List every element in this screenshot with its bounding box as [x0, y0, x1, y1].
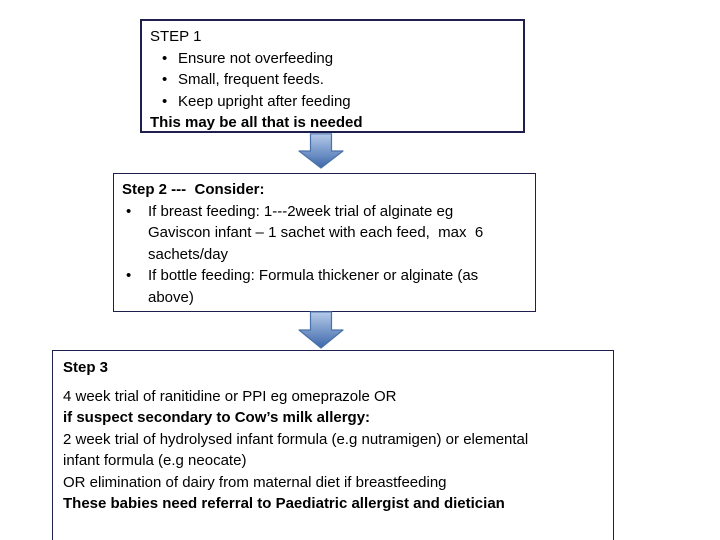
bullet-text: If bottle feeding: Formula thickener or … — [148, 267, 479, 284]
bullet-icon: • — [126, 202, 132, 220]
bullet-text: sachets/day — [148, 245, 229, 263]
bullet-item: • Small, frequent feeds. — [150, 69, 515, 91]
step1-box: STEP 1 • Ensure not overfeeding • Small, fr… — [140, 19, 525, 133]
bullet-text: Gaviscon infant – 1 sachet with each fee… — [148, 224, 484, 241]
step1-title: STEP 1 — [150, 28, 202, 45]
step2-title: Step 2 --- Consider: — [122, 181, 265, 198]
step3-line: 2 week trial of hydrolysed infant formul… — [63, 430, 529, 448]
bullet-item: • If bottle feeding: Formula thickener or… — [122, 265, 527, 308]
step3-line: infant formula (e.g neocate) — [63, 452, 247, 469]
step3-text-block: 4 week trial of ranitidine or PPI eg ome… — [63, 386, 603, 515]
step3-line: OR elimination of dairy from maternal di… — [63, 473, 447, 491]
step3-line: These babies need referral to Paediatric… — [63, 495, 505, 512]
step3-box: Step 3 4 week trial of ranitidine or PPI… — [52, 350, 614, 540]
step3-line: 4 week trial of ranitidine or PPI eg ome… — [63, 387, 397, 405]
bullet-icon: • — [162, 92, 168, 110]
bullet-text: Ensure not overfeeding — [178, 49, 334, 67]
bullet-text: Keep upright after feeding — [178, 92, 351, 110]
step1-bullet-list: • Ensure not overfeeding • Small, frequent … — [150, 48, 515, 113]
bullet-item: • Keep upright after feeding — [150, 91, 515, 113]
bullet-item: • If breast feeding: 1---2week trial of a… — [122, 201, 527, 266]
bullet-text: Small, frequent feeds. — [178, 71, 324, 88]
bullet-text: If breast feeding: 1---2week trial of al… — [148, 202, 454, 220]
step1-footer: This may be all that is needed — [150, 114, 363, 131]
step3-line: if suspect secondary to Cow’s milk aller… — [63, 409, 371, 426]
step3-title: Step 3 — [63, 359, 109, 376]
down-arrow-icon — [298, 311, 344, 349]
bullet-icon: • — [126, 267, 132, 284]
step2-bullet-list: • If breast feeding: 1---2week trial of a… — [122, 201, 527, 309]
step2-box: Step 2 --- Consider: • If breast feeding:… — [113, 173, 536, 312]
bullet-icon: • — [162, 71, 168, 88]
bullet-item: • Ensure not overfeeding — [150, 48, 515, 70]
bullet-icon: • — [162, 49, 168, 67]
down-arrow-icon — [298, 133, 344, 169]
bullet-text: above) — [148, 288, 194, 306]
